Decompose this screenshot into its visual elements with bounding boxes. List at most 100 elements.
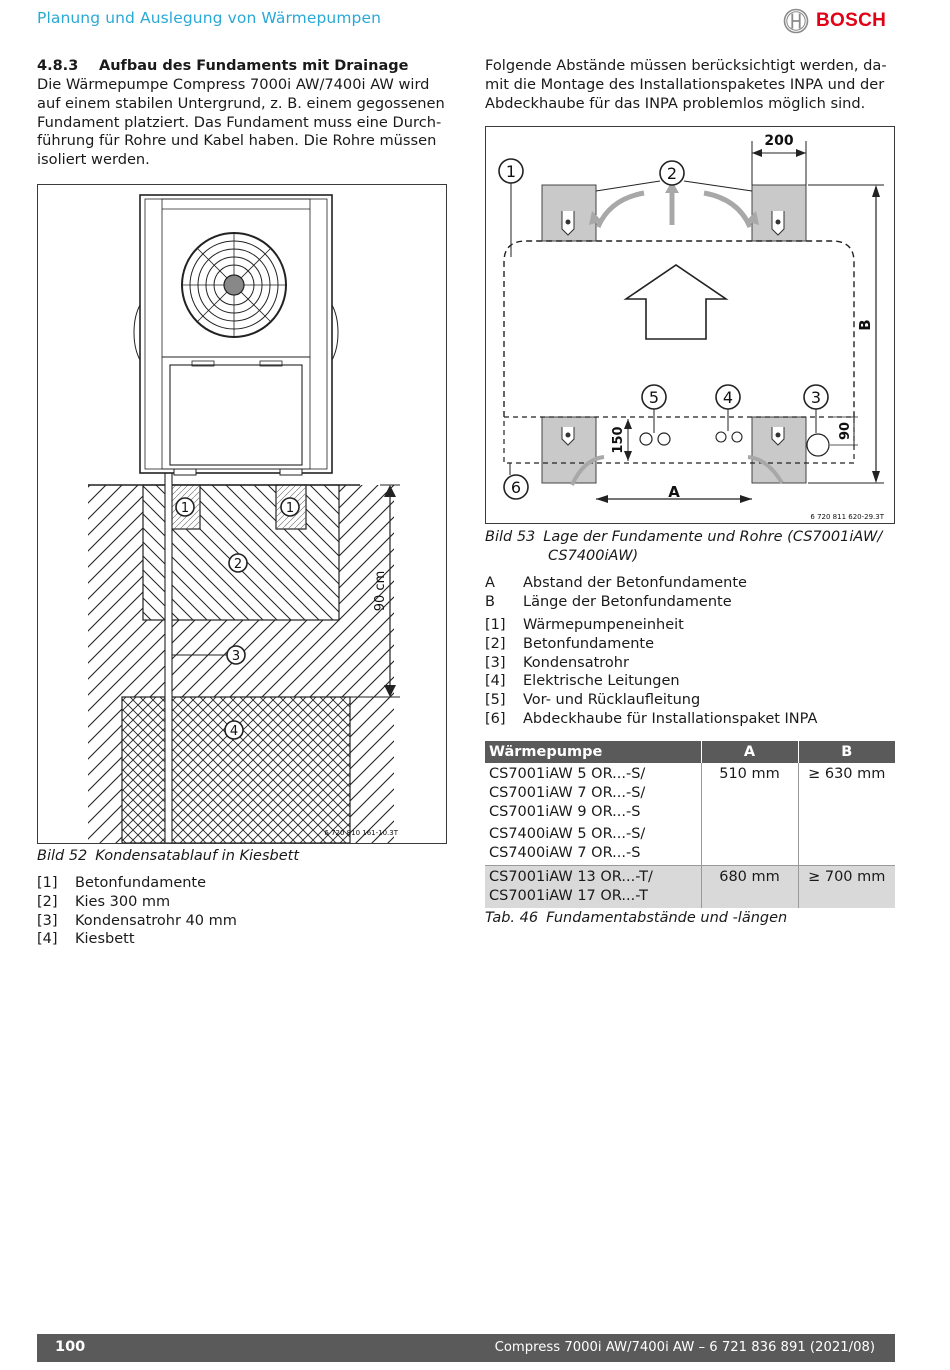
callout-3: 3 [803,384,829,410]
svg-text:4: 4 [230,724,238,739]
svg-text:1: 1 [286,501,294,516]
callout-2: 2 [228,553,248,573]
value-a: 510 mm [701,763,799,866]
figure-53-caption: Bild 53 Lage der Fundamente und Rohre (CS… [485,528,882,566]
callout-3: 3 [226,645,246,665]
footer: 100 Compress 7000i AW/7400i AW – 6 721 8… [37,1334,895,1362]
legend-key: B [485,593,495,610]
model-name: CS7400iAW 7 OR...-S [489,845,641,862]
legend-item: [2] Betonfundamente [485,635,817,654]
paragraph-line: führung für Rohre und Kabel haben. Die R… [37,132,437,150]
legend-key: [2] [485,635,506,652]
callout-2: 2 [659,160,685,186]
legend-item: [3] Kondensatrohr [485,654,817,673]
paragraph-line: mit die Montage des Installationspaketes… [485,75,885,93]
paragraph-line: Fundament platziert. Das Fundament muss … [37,113,442,131]
callout-6: 6 [503,474,529,500]
figure-52-caption: Bild 52 Kondensatablauf in Kiesbett [37,847,299,866]
figure-52-drawing: 90 cm 1 1 2 3 4 6 720 810 161-10.3T [37,184,447,844]
table-row: CS7001iAW 13 OR...-T/ CS7001iAW 17 OR...… [485,865,895,908]
dimension-b: B [856,319,874,330]
value-a: 680 mm [701,865,799,908]
legend-item: [4] Kiesbett [37,930,237,949]
svg-text:4: 4 [723,388,733,407]
legend-key: [4] [37,931,58,948]
legend-text: Vor- und Rücklaufleitung [523,692,701,709]
model-name: CS7001iAW 17 OR...-T [489,887,648,904]
page-number: 100 [55,1339,86,1355]
legend-key: [1] [485,617,506,633]
section-heading: 4.8.3 Aufbau des Fundaments mit Drainage [37,57,447,76]
dimension-90cm: 90 cm [373,571,388,612]
dimension-a: A [668,483,680,501]
legend-item: [4]Elektrische Leitungen [485,672,817,691]
section-paragraph: Die Wärmepumpe Compress 7000i AW/7400i A… [37,76,447,170]
legend-key: [2] [37,893,58,910]
figure-53-legend: [1] Wärmepumpeneinheit [2] Betonfundamente… [485,616,817,729]
caption-number: Bild 53 [485,529,536,545]
section-text: 4.8.3 Aufbau des Fundaments mit Drainage… [37,57,447,170]
paragraph-line: Folgende Abstände müssen berücksichtigt … [485,57,887,74]
figure-52-legend: [1] Betonfundamente [2] Kies 300 mm [3] Kon… [37,874,237,949]
figure-code: 6 720 810 161-10.3T [324,829,398,837]
legend-text: Kiesbett [75,931,135,948]
legend-text: Abdeckhaube für Installationspaket INPA [523,710,818,727]
value-b: ≥ 630 mm [798,763,895,866]
paragraph-line: auf einem stabilen Untergrund, z. B. ein… [37,94,445,112]
callout-4: 4 [224,720,244,740]
figure-53-drawing: 200 B 90 150 A 1 2 3 4 5 [485,126,895,524]
svg-text:3: 3 [232,649,240,664]
paragraph-line: isoliert werden. [37,151,150,169]
svg-text:6: 6 [511,478,521,497]
legend-item: [2] Kies 300 mm [37,893,237,912]
column-header-a: A [701,741,799,763]
legend-key: A [485,575,495,591]
caption-number: Bild 52 [37,848,88,864]
svg-text:2: 2 [234,557,242,572]
legend-text: Betonfundamente [75,875,207,891]
model-name: CS7400iAW 5 OR...-S/ [489,826,646,843]
bosch-logo: BOSCH [783,7,886,35]
legend-item: [3] Kondensatrohr 40 mm [37,912,237,931]
column-header-heatpump: Wärmepumpe [485,741,702,763]
legend-key: [3] [37,912,58,929]
callout-4: 4 [715,384,741,410]
legend-key: [3] [485,654,506,671]
legend-text: Betonfundamente [523,635,655,652]
svg-text:3: 3 [811,388,821,407]
table-row: CS7001iAW 5 OR...-S/ CS7001iAW 7 OR...-S… [485,763,895,866]
svg-text:5: 5 [649,388,659,407]
models-cell: CS7001iAW 5 OR...-S/ CS7001iAW 7 OR...-S… [485,763,702,866]
column-header-b: B [798,741,895,763]
callout-5: 5 [641,384,667,410]
caption-text: Lage der Fundamente und Rohre (CS7001iAW… [543,529,883,545]
svg-text:1: 1 [181,501,189,516]
bosch-armature-icon [783,8,809,34]
table-header-row: Wärmepumpe A B [485,741,895,763]
legend-item: [6]Abdeckhaube für Installationspaket IN… [485,710,817,729]
legend-item: [1] Wärmepumpeneinheit [485,616,817,635]
foundation-dimensions-table: Wärmepumpe A B CS7001iAW 5 OR...-S/ CS70… [485,741,895,908]
callout-1: 1 [498,158,524,184]
caption-number: Tab. 46 [485,910,539,926]
legend-key: [1] [37,875,58,891]
svg-text:1: 1 [506,162,516,181]
legend-text: Wärmepumpeneinheit [523,617,684,633]
dimension-150: 150 [611,426,626,453]
model-name: CS7001iAW 7 OR...-S/ [489,784,646,801]
legend-key: [4] [485,673,506,690]
dimension-200: 200 [764,133,793,149]
legend-text: Kondensatrohr [523,654,629,671]
running-header: Planung und Auslegung von Wärmepumpen [37,9,382,27]
section-number: 4.8.3 [37,58,79,74]
section-title: Aufbau des Fundaments mit Drainage [99,58,409,74]
legend-text: Kies 300 mm [75,893,171,910]
caption-text: Kondensatablauf in Kiesbett [95,848,300,864]
legend-text: Kondensatrohr 40 mm [75,912,237,929]
document-reference: Compress 7000i AW/7400i AW – 6 721 836 8… [494,1340,875,1355]
model-name: CS7001iAW 9 OR...-S [489,803,641,820]
models-cell: CS7001iAW 13 OR...-T/ CS7001iAW 17 OR...… [485,865,702,908]
